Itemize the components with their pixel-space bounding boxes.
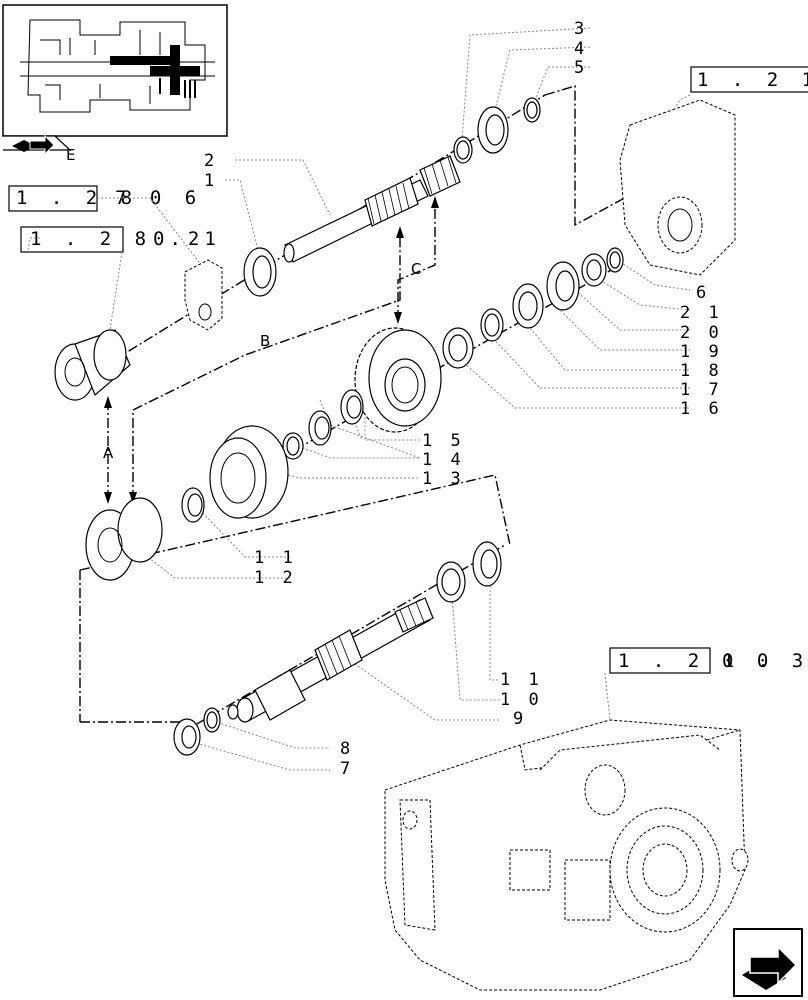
callout-9: 9 — [513, 709, 527, 729]
book-page-arrow-icon — [12, 134, 55, 156]
part-bracket[interactable] — [184, 259, 223, 331]
svg-text:7 0 6: 7 0 6 — [115, 187, 202, 209]
part-upper-housing[interactable] — [619, 99, 736, 276]
part-bearing-7[interactable] — [173, 718, 201, 756]
part-needle-bearing-11-right[interactable] — [472, 541, 502, 587]
part-washer-10[interactable] — [436, 561, 466, 603]
part-upper-left-gear[interactable] — [54, 329, 131, 401]
part-transmission-housing[interactable] — [384, 719, 749, 991]
part-needle-bearing-11-left[interactable] — [181, 487, 205, 523]
svg-text:0 2: 0 2 — [153, 228, 205, 250]
part-circlip-21[interactable] — [606, 247, 624, 273]
part-needle-bearing-15[interactable] — [340, 389, 364, 425]
part-needle-bearing-14[interactable] — [308, 410, 332, 446]
callout-8: 8 — [340, 739, 354, 759]
part-lower-shaft[interactable] — [227, 597, 434, 723]
callout-18: 1 8 — [680, 361, 723, 381]
callout-4: 4 — [574, 39, 588, 59]
flow-arrow-heads — [104, 196, 439, 504]
part-circlip-8[interactable] — [203, 707, 221, 733]
flow-label-a: A — [103, 444, 114, 462]
flow-label-b: B — [260, 332, 270, 350]
svg-text:0 0 3: 0 0 3 — [722, 650, 808, 672]
part-upper-shaft[interactable] — [283, 155, 461, 263]
callout-15: 1 5 — [422, 431, 465, 451]
part-bearing-19[interactable] — [546, 261, 580, 311]
callout-5: 5 — [574, 58, 588, 78]
part-snap-ring-3[interactable] — [453, 136, 473, 164]
callout-16: 1 6 — [680, 399, 723, 419]
callout-11-right: 1 1 — [500, 670, 543, 690]
part-large-gear[interactable] — [354, 327, 442, 433]
svg-text:1 . 2 8 . 1: 1 . 2 8 . 1 — [30, 228, 222, 250]
callout-14: 1 4 — [422, 450, 465, 470]
callout-6: 6 — [696, 283, 710, 303]
callout-1: 1 — [204, 171, 218, 191]
part-ring-18[interactable] — [512, 283, 544, 329]
reference-1-28-1-02[interactable]: 1 . 2 8 . 1 0 2 — [20, 226, 222, 253]
callout-21: 2 1 — [680, 303, 723, 323]
part-sliding-sleeve[interactable] — [209, 425, 289, 519]
callout-10: 1 0 — [500, 690, 543, 710]
callout-7: 7 — [340, 759, 354, 779]
next-page-arrow-icon[interactable] — [733, 928, 803, 997]
callout-19: 1 9 — [680, 342, 723, 362]
part-washer-20[interactable] — [581, 253, 607, 287]
callout-17: 1 7 — [680, 380, 723, 400]
callout-11-left: 1 1 — [254, 548, 297, 568]
svg-text:1 . 2 1 . 0: 1 . 2 1 . 0 — [697, 69, 808, 91]
callout-3: 3 — [574, 19, 588, 39]
thumbnail-overview[interactable]: E — [2, 4, 228, 164]
svg-text:1 . 2 8: 1 . 2 8 — [16, 187, 138, 209]
reference-1-28-7-06[interactable]: 1 . 2 8 7 0 6 — [8, 185, 202, 212]
flow-label-c: C — [411, 260, 421, 278]
callout-12: 1 2 — [254, 568, 297, 588]
part-bearing-1[interactable] — [243, 247, 277, 297]
part-lower-gear-cluster[interactable] — [85, 497, 163, 581]
part-ring-13[interactable] — [282, 432, 304, 460]
reference-1-21-0-top[interactable]: 1 . 2 1 . 0 — [690, 66, 808, 93]
callout-numbers: 2 1 3 4 5 6 2 1 2 0 1 9 1 8 1 7 1 6 1 5 … — [204, 19, 723, 779]
thumbnail-label: E — [66, 146, 75, 164]
part-circlip-5[interactable] — [523, 97, 541, 123]
part-snap-ring-17[interactable] — [480, 308, 504, 342]
callout-2: 2 — [204, 151, 218, 171]
part-washer-16[interactable] — [442, 327, 474, 369]
svg-text:1 . 2 1 .: 1 . 2 1 . — [618, 650, 775, 672]
reference-1-21-0-03[interactable]: 1 . 2 1 . 0 0 3 — [609, 647, 808, 674]
part-bearing-4[interactable] — [477, 106, 509, 154]
callout-13: 1 3 — [422, 469, 465, 489]
callout-20: 2 0 — [680, 323, 723, 343]
